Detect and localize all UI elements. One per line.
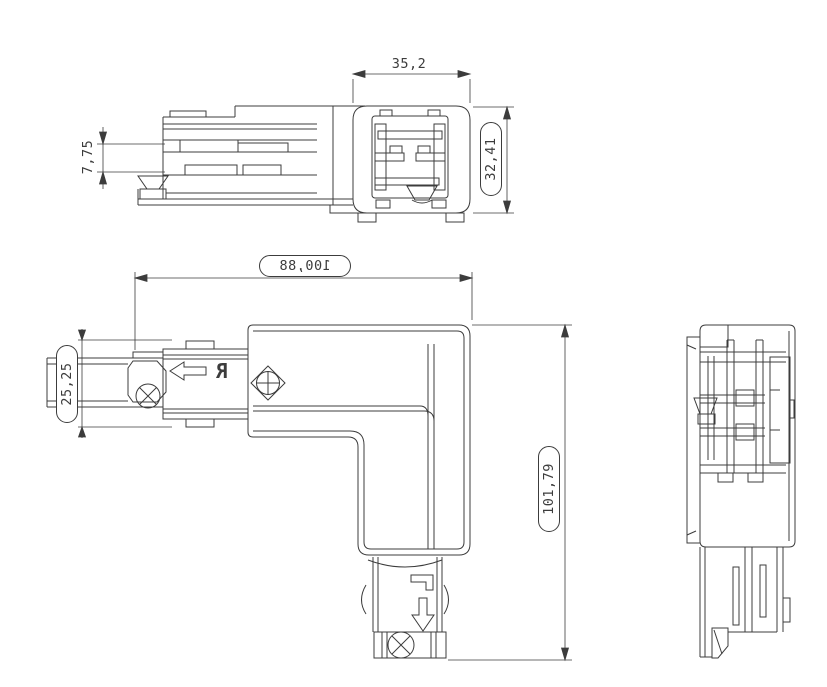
dim-arm-width-label: 25,25 (56, 345, 78, 423)
dim-line-arm-width (77, 329, 172, 438)
screw-funnel-icon (406, 185, 438, 201)
arrow-left-icon (169, 361, 207, 381)
dim-overall-width-value: 100,88 (279, 258, 331, 274)
dim-head-width-value: 35,2 (391, 56, 427, 72)
plan-view (46, 272, 572, 662)
body-mid-side (234, 105, 365, 214)
dim-line-head-width (351, 69, 472, 103)
screw-icon (387, 631, 415, 659)
dim-overall-height-value: 101,79 (541, 463, 557, 515)
top-view (97, 69, 514, 223)
dim-line-head-height (473, 105, 514, 215)
bottom-arm-gripper (361, 557, 449, 632)
marking-letter-r: R (216, 359, 228, 383)
dim-arm-width-value: 25,25 (59, 362, 75, 406)
dim-overall-height-label: 101,79 (538, 446, 560, 532)
arrow-down-icon (411, 597, 435, 632)
side-lower-section (699, 547, 791, 659)
left-arm-gripper (162, 340, 249, 428)
side-contact-detail (693, 339, 795, 483)
bottom-arm-tip (373, 631, 447, 659)
dim-line-track-depth (97, 127, 165, 189)
screw-icon (250, 365, 286, 401)
side-view (686, 324, 796, 659)
latch-icon (711, 627, 729, 659)
dim-track-depth-label: 7,75 (80, 140, 96, 175)
corner-mark-icon (410, 574, 434, 591)
marking-letter-r-value: R (215, 359, 229, 383)
dim-track-depth-value: 7,75 (80, 139, 96, 175)
corner-housing-end (352, 105, 471, 223)
dim-head-height-label: 32,41 (480, 122, 502, 196)
dim-head-height-value: 32,41 (483, 137, 499, 181)
side-upper-housing (686, 324, 796, 548)
dim-line-overall-height (448, 323, 572, 662)
dim-line-overall-width (133, 272, 474, 350)
dim-head-width-label: 35,2 (392, 56, 427, 72)
track-gripper-side (137, 110, 353, 206)
dim-overall-width-label: 100,88 (259, 255, 351, 277)
l-body-outline (247, 324, 471, 556)
